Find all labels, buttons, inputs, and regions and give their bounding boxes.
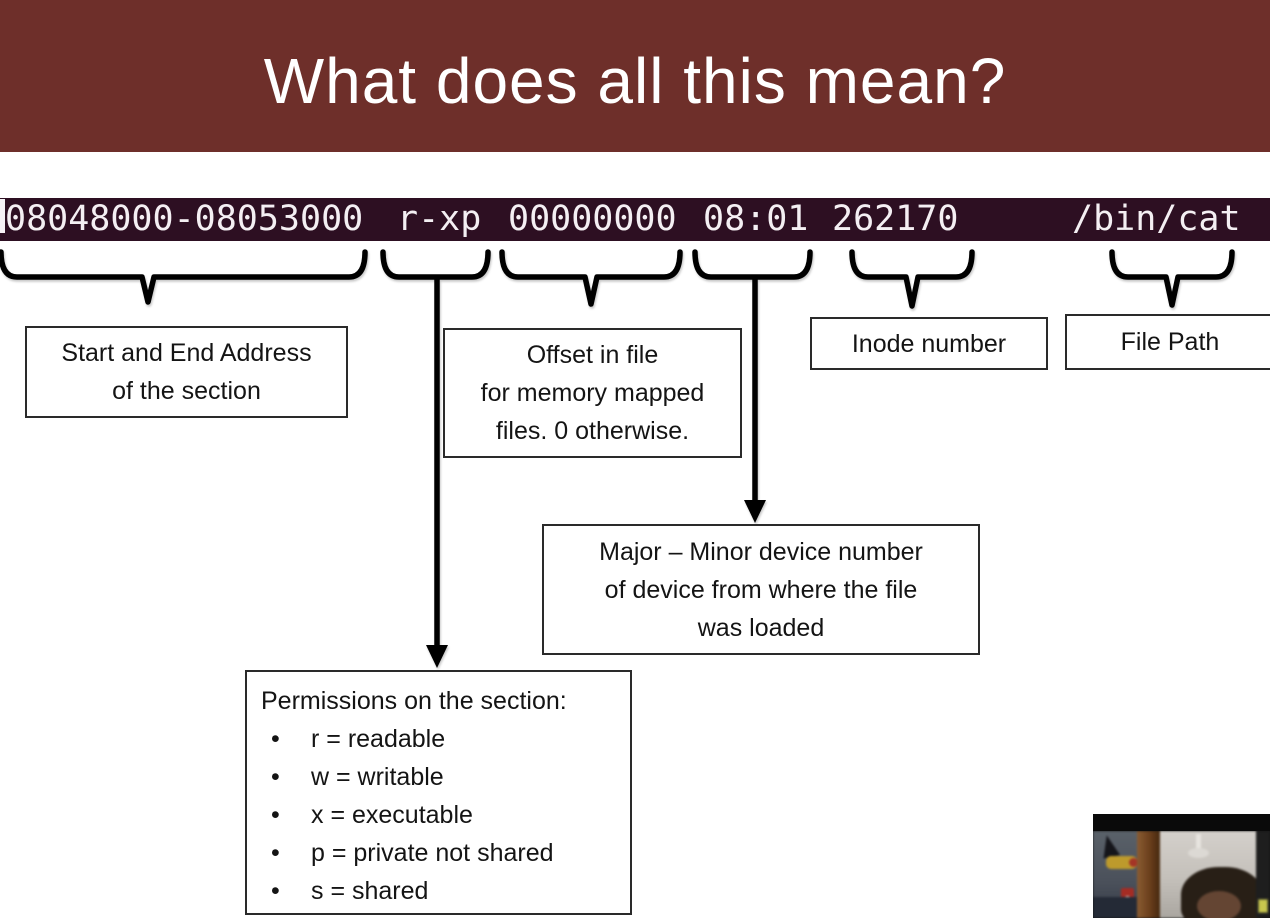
brace-offset	[499, 249, 683, 307]
webcam-shelf-toy-red	[1129, 858, 1138, 867]
bullet-icon: •	[271, 877, 280, 905]
brace-file-path	[1109, 249, 1235, 308]
label-offset-in-file: Offset in file for memory mapped files. …	[443, 328, 742, 458]
webcam-scene	[1093, 831, 1270, 918]
label-inode-number: Inode number	[810, 317, 1048, 370]
bullet-text: w = writable	[311, 763, 444, 791]
webcam-top-bar	[1093, 814, 1270, 831]
label-permissions: Permissions on the section: • r = readab…	[245, 670, 632, 915]
label-file-path: File Path	[1065, 314, 1270, 370]
webcam-scene-content	[1093, 831, 1270, 918]
webcam-overlay	[1093, 814, 1270, 918]
bullet-icon: •	[271, 801, 280, 829]
terminal-cursor	[0, 199, 5, 233]
maps-file-path: /bin/cat	[1072, 199, 1241, 239]
bullet-text: s = shared	[311, 877, 429, 905]
label-line: Start and End Address	[61, 339, 312, 367]
label-start-end-address: Start and End Address of the section	[25, 326, 348, 418]
brace-device	[692, 249, 813, 280]
maps-device-number: 08:01	[703, 199, 809, 239]
maps-address-range: 08048000-08053000	[5, 199, 364, 239]
maps-permissions: r-xp	[397, 199, 482, 239]
label-line: was loaded	[697, 613, 825, 642]
permissions-bullet-readable: • r = readable	[261, 720, 618, 758]
bullet-icon: •	[271, 763, 280, 791]
label-line: for memory mapped	[480, 379, 705, 407]
maps-inode: 262170	[832, 199, 959, 239]
arrow-head-device	[744, 500, 766, 523]
webcam-right-shelf	[1256, 831, 1270, 918]
arrow-head-permissions	[426, 645, 448, 668]
brace-inode	[849, 249, 975, 309]
slide-title: What does all this mean?	[263, 45, 1007, 117]
label-line: Major – Minor device number	[599, 537, 923, 566]
label-line: of the section	[112, 377, 261, 405]
bullet-icon: •	[271, 839, 280, 867]
webcam-ceiling-fan	[1188, 848, 1209, 858]
brace-permissions	[380, 249, 491, 280]
webcam-shelf-clutter	[1093, 897, 1139, 918]
webcam-small-object	[1258, 899, 1268, 913]
permissions-bullet-writable: • w = writable	[261, 758, 618, 796]
label-line: File Path	[1120, 328, 1220, 356]
permissions-bullet-private: • p = private not shared	[261, 834, 618, 872]
webcam-ceiling-fan-pole	[1196, 834, 1201, 851]
label-line: Offset in file	[526, 341, 659, 369]
label-line: Inode number	[851, 329, 1007, 358]
brace-address-range	[0, 249, 368, 305]
permissions-bullet-executable: • x = executable	[261, 796, 618, 834]
maps-offset: 00000000	[508, 199, 677, 239]
permissions-bullet-shared: • s = shared	[261, 872, 618, 910]
webcam-person-face	[1197, 891, 1241, 918]
label-line: files. 0 otherwise.	[495, 417, 690, 445]
bullet-icon: •	[271, 725, 280, 753]
label-major-minor-device: Major – Minor device number of device fr…	[542, 524, 980, 655]
webcam-wood-pillar	[1137, 831, 1160, 918]
bullet-text: p = private not shared	[311, 839, 554, 867]
title-bar: What does all this mean?	[0, 0, 1270, 152]
terminal-maps-line: 08048000-08053000 r-xp 00000000 08:01 26…	[0, 198, 1270, 241]
bullet-text: x = executable	[311, 801, 473, 829]
bullet-text: r = readable	[311, 725, 446, 753]
permissions-title: Permissions on the section:	[261, 687, 567, 715]
label-line: of device from where the file	[604, 575, 918, 604]
